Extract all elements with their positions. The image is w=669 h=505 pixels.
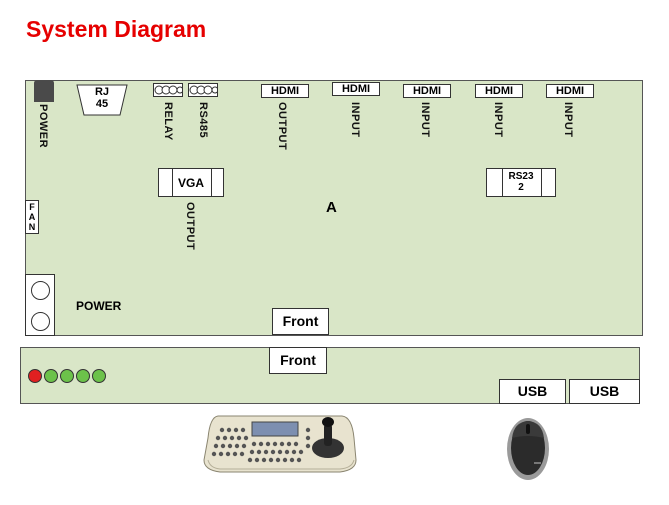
hdmi-input-port-2: HDMI: [403, 84, 451, 98]
led-green-icon: [44, 369, 58, 383]
rj45-port-label: RJ 45: [94, 86, 110, 110]
rj45-port-icon: [76, 84, 128, 116]
hdmi-output-port: HDMI: [261, 84, 309, 98]
power-switch-icon: [31, 312, 50, 331]
main-board: [25, 80, 643, 336]
status-leds: [28, 369, 106, 383]
hdmi-input-label-4: INPUT: [562, 102, 574, 138]
relay-port-label: RELAY: [162, 102, 174, 141]
vga-port-label: VGA: [177, 176, 204, 190]
power-switch-panel: [25, 274, 55, 336]
rs232-port: RS23 2: [486, 168, 556, 197]
hdmi-input-port-4: HDMI: [546, 84, 594, 98]
mouse-icon: [507, 418, 549, 480]
rs485-terminal-icon: [188, 83, 218, 97]
hdmi-input-label-3: INPUT: [492, 102, 504, 138]
led-green-icon: [76, 369, 90, 383]
rs232-port-label: RS23 2: [508, 171, 534, 193]
led-green-icon: [60, 369, 74, 383]
power-switch-label: POWER: [76, 299, 122, 313]
rs485-port-label: RS485: [197, 102, 209, 139]
relay-terminal-icon: [153, 83, 183, 97]
usb-port-2: USB: [569, 379, 640, 404]
hdmi-input-port-1: HDMI: [332, 82, 380, 96]
fan-label: F A N: [28, 202, 36, 232]
fan-connector: F A N: [25, 200, 39, 234]
ptz-keyboard-controller-icon: [203, 415, 357, 473]
vga-port: VGA: [158, 168, 224, 197]
front-label-panel: Front: [269, 347, 327, 374]
front-label-board: Front: [272, 308, 329, 335]
hdmi-output-label: OUTPUT: [276, 102, 288, 151]
hdmi-input-label-2: INPUT: [419, 102, 431, 138]
led-red-icon: [28, 369, 42, 383]
led-green-icon: [92, 369, 106, 383]
board-label: A: [326, 199, 337, 216]
power-port-label: POWER: [37, 104, 49, 149]
hdmi-input-port-3: HDMI: [475, 84, 523, 98]
hdmi-input-label-1: INPUT: [349, 102, 361, 138]
usb-port-1: USB: [499, 379, 566, 404]
power-connector-icon: [34, 80, 54, 102]
power-switch-icon: [31, 281, 50, 300]
diagram-title: System Diagram: [26, 16, 207, 42]
vga-output-label: OUTPUT: [184, 202, 196, 251]
